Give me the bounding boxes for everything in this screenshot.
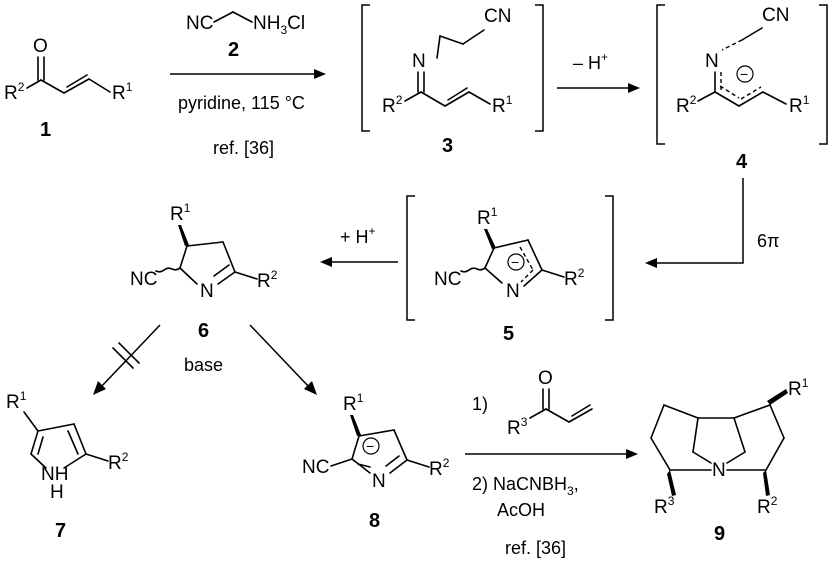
ring-nitrogen: N (506, 281, 520, 302)
compound-3: CN N R2 R1 3 (382, 6, 513, 157)
r2-substituent: R2 (4, 80, 25, 104)
bracket-right-4 (819, 4, 828, 145)
compound-5: R1 N R2 NC − 5 (434, 205, 585, 345)
anion-charge-sign: − (511, 254, 519, 270)
r1-substituent: R1 (477, 205, 498, 229)
condition-reduction: 2) NaCNBH3, (472, 474, 579, 498)
ammonium-group: NH3Cl (253, 13, 305, 37)
blocked-mark-1 (112, 347, 134, 369)
step-label-1: 1) (472, 394, 488, 414)
bracket-right-5 (605, 195, 614, 321)
r1-substituent: R1 (6, 389, 27, 413)
anion-charge-icon (507, 253, 525, 271)
r2-substituent: R2 (676, 93, 697, 117)
condition-electrocyclization: 6π (757, 231, 779, 251)
anion-charge-sign: − (366, 438, 374, 454)
r3-substituent: R3 (507, 415, 528, 439)
compound-number-3: 3 (442, 135, 453, 157)
r2-substituent: R2 (429, 456, 450, 480)
compound-9: N R1 R3 R2 9 (650, 376, 809, 545)
compound-number-4: 4 (736, 151, 748, 173)
nitrile-group: NC (186, 13, 213, 34)
blocked-mark-2 (118, 342, 140, 364)
r3-substituent: R3 (654, 494, 675, 518)
ring-nitrogen: N (200, 281, 214, 302)
r2-substituent: R2 (257, 268, 278, 292)
condition-acoh: AcOH (497, 500, 545, 520)
r1-substituent: R1 (112, 80, 133, 104)
compound-4: CN N R2 R1 − 4 (676, 5, 810, 173)
r2-substituent: R2 (108, 450, 129, 474)
bracket-left-4 (656, 4, 665, 145)
r1-substituent: R1 (343, 391, 364, 415)
compound-number-6: 6 (198, 320, 209, 342)
wavy-bond (460, 267, 486, 273)
condition-protonation: + H+ (340, 224, 376, 247)
wedge-r3 (667, 470, 676, 496)
oxygen-atom: O (538, 368, 553, 389)
ring-nitrogen: N (372, 471, 386, 492)
reagent-2: NC NH3Cl 2 (186, 11, 305, 61)
r1-substituent: R1 (170, 201, 191, 225)
compound-number-5: 5 (503, 323, 514, 345)
wedge-r1 (767, 389, 788, 405)
compound-number-9: 9 (714, 523, 725, 545)
pyrrole-nh: NH (41, 464, 68, 485)
r1-substituent: R1 (492, 93, 513, 117)
azapentadienyl-nitrogen: N (705, 51, 719, 72)
bracket-right-3 (535, 4, 544, 132)
nitrile-group: CN (762, 5, 789, 26)
condition-base: base (184, 355, 223, 375)
compound-number-2: 2 (228, 39, 239, 61)
reaction-arrow-6pi (655, 178, 744, 264)
nitrile-group: CN (484, 6, 511, 27)
compound-8: R1 N R2 NC − 8 (302, 391, 450, 532)
r2-substituent: R2 (382, 93, 403, 117)
reaction-arrow-deprotonation-2 (249, 324, 311, 389)
compound-number-8: 8 (369, 510, 380, 532)
r1-substituent: R1 (788, 376, 809, 400)
vinyl-ketone-reagent: 1) O R3 (472, 368, 593, 439)
bracket-left-5 (406, 195, 415, 321)
compound-6: R1 N R2 NC 6 (130, 201, 278, 342)
r1-substituent: R1 (789, 93, 810, 117)
condition-deprotonation: – H+ (573, 50, 608, 73)
nitrile-group: NC (434, 269, 461, 290)
condition-reference-1: ref. [36] (213, 138, 274, 158)
r2-substituent: R2 (757, 494, 778, 518)
compound-7: R1 NH H R2 7 (6, 389, 129, 542)
anion-charge-sign: − (740, 66, 748, 82)
anion-charge-icon (362, 437, 380, 455)
nitrile-group: NC (302, 457, 329, 478)
compound-number-7: 7 (55, 520, 66, 542)
condition-pyridine: pyridine, 115 °C (178, 93, 305, 113)
compound-1: O R2 R1 1 (4, 36, 133, 141)
wedge-r2 (763, 470, 770, 496)
imine-nitrogen: N (412, 51, 426, 72)
bridgehead-nitrogen: N (712, 460, 726, 481)
compound-number-1: 1 (40, 119, 51, 141)
nitrile-group: NC (130, 269, 157, 290)
pyrrole-hydrogen: H (50, 482, 64, 503)
wavy-bond (155, 267, 181, 273)
bracket-left-3 (361, 4, 370, 132)
r2-substituent: R2 (564, 266, 585, 290)
anion-charge-icon (736, 65, 754, 83)
reaction-arrow-blocked (99, 324, 161, 389)
condition-reference-2: ref. [36] (505, 538, 566, 558)
oxygen-atom: O (33, 36, 48, 57)
